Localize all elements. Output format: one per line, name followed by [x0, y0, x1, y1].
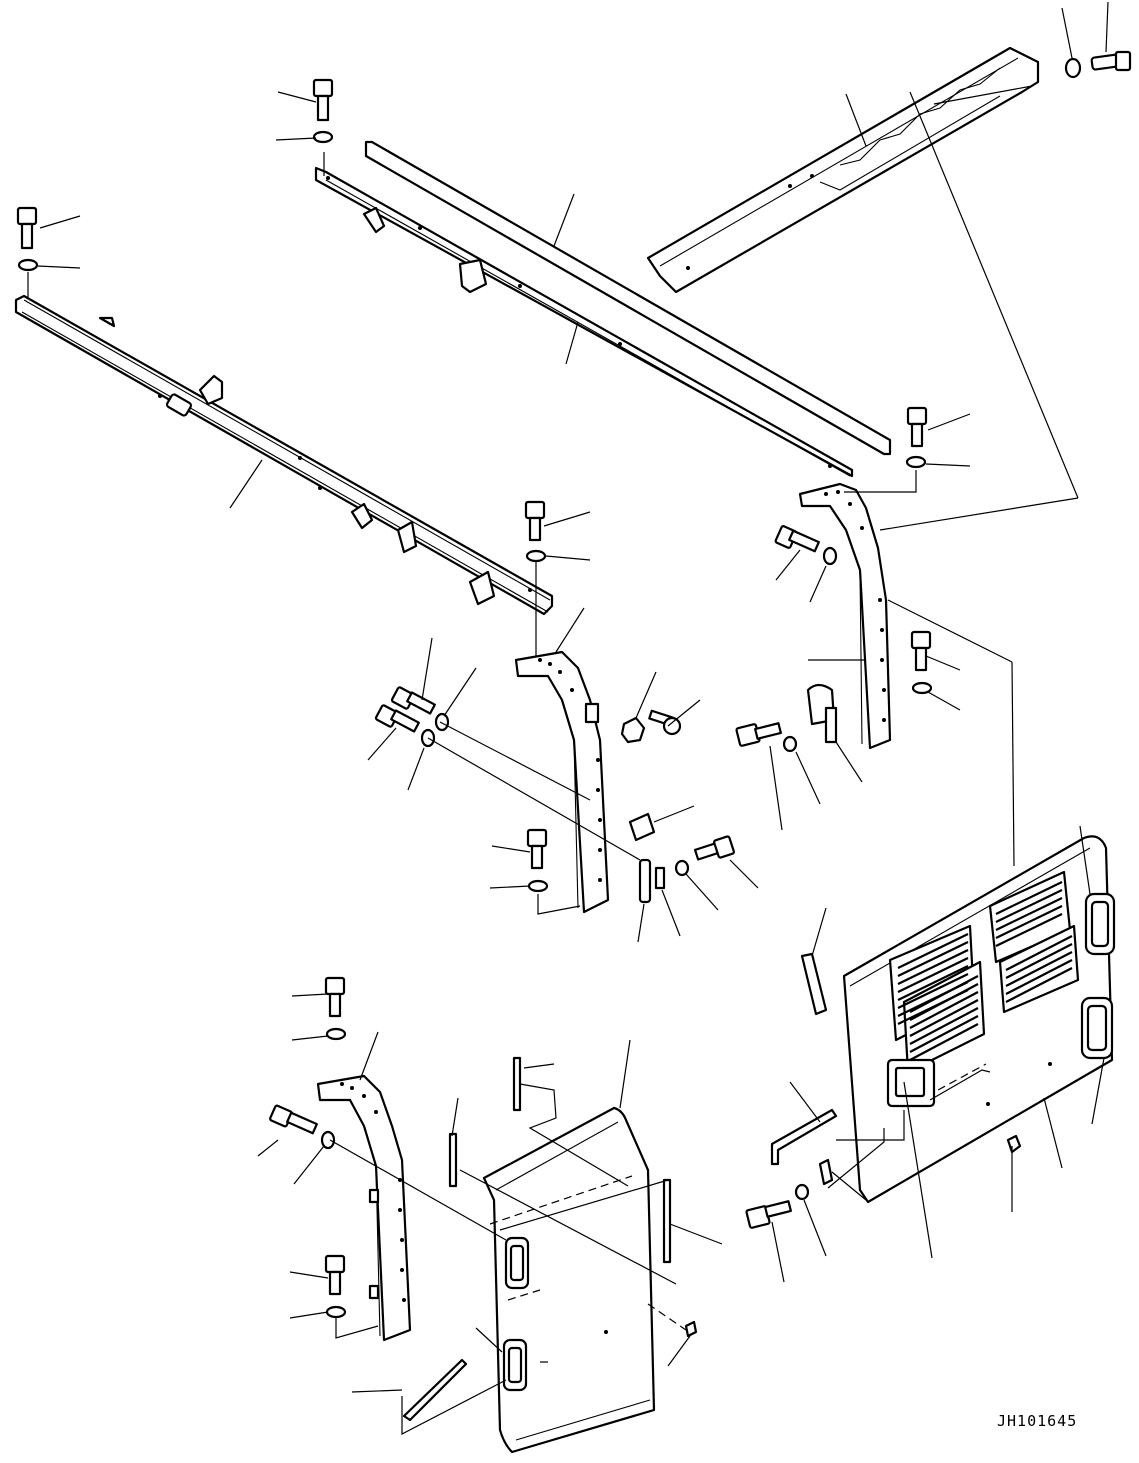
right-corner-post	[798, 482, 892, 750]
bolt-latch	[693, 835, 735, 861]
bolt-right-door	[745, 1200, 792, 1229]
clip-bracket-right-post	[806, 683, 838, 744]
bolt-left-post-top	[324, 976, 346, 1018]
seal-strip-2	[448, 1132, 458, 1188]
serrated-top-rail	[646, 46, 1040, 294]
washer-right-post-side	[911, 681, 933, 695]
left-cross-beam	[14, 294, 554, 616]
rod-left-door	[402, 1358, 468, 1422]
plate-center-post	[628, 812, 656, 842]
bolt-left-post-bottom	[324, 1254, 346, 1296]
seal-strip-3	[662, 1178, 672, 1264]
nut-right-door	[1006, 1134, 1022, 1154]
nut-center-post	[620, 716, 646, 744]
seal-strip-1	[512, 1056, 522, 1112]
bolt-top-left	[16, 206, 38, 250]
washer-right-post-upper	[822, 546, 838, 566]
washer-center-post-bottom	[527, 879, 549, 893]
washer-upper-beam	[312, 130, 334, 144]
bolt-top-right	[1090, 50, 1132, 72]
leader-lines	[27, 1, 1109, 1435]
washer-right-door	[794, 1183, 810, 1201]
bolt-right-post-lower	[735, 722, 782, 747]
latch-center-post	[638, 858, 666, 904]
bolt-center-post-bottom	[526, 828, 548, 870]
washer-beam-end	[905, 455, 927, 469]
washer-left-post-bottom	[325, 1305, 347, 1319]
bolt-right-post-side	[910, 630, 932, 672]
rod-right-door	[770, 1108, 838, 1166]
washer-left-post-top	[325, 1027, 347, 1041]
washer-center-post-top	[525, 549, 547, 563]
left-door-panel	[482, 1106, 656, 1454]
small-clip-left	[684, 1320, 698, 1338]
drawing-code: JH101645	[997, 1412, 1078, 1430]
washer-top-left	[17, 258, 39, 272]
bolt-beam-end	[906, 406, 928, 448]
seal-strip-right	[800, 952, 828, 1016]
plate-right-door	[818, 1158, 834, 1186]
bolt-right-post-upper	[774, 525, 820, 553]
washer-right-post-lower	[782, 735, 798, 753]
bolts-center-post-left	[374, 686, 436, 733]
dashed-assembly-lines	[489, 1063, 987, 1331]
pin-center-post	[648, 709, 682, 736]
washer-left-post-side	[320, 1130, 336, 1150]
washer-latch	[674, 859, 690, 877]
left-corner-post	[316, 1074, 412, 1342]
upper-cross-beam	[314, 140, 892, 478]
center-corner-post	[514, 650, 610, 914]
bolt-center-post-top	[524, 500, 546, 542]
right-louvered-door	[842, 835, 1116, 1204]
bolt-upper-beam	[312, 78, 334, 122]
washer-top-right	[1064, 57, 1082, 79]
bolt-left-post-side	[269, 1104, 318, 1135]
washer-center-left-1	[434, 712, 450, 732]
